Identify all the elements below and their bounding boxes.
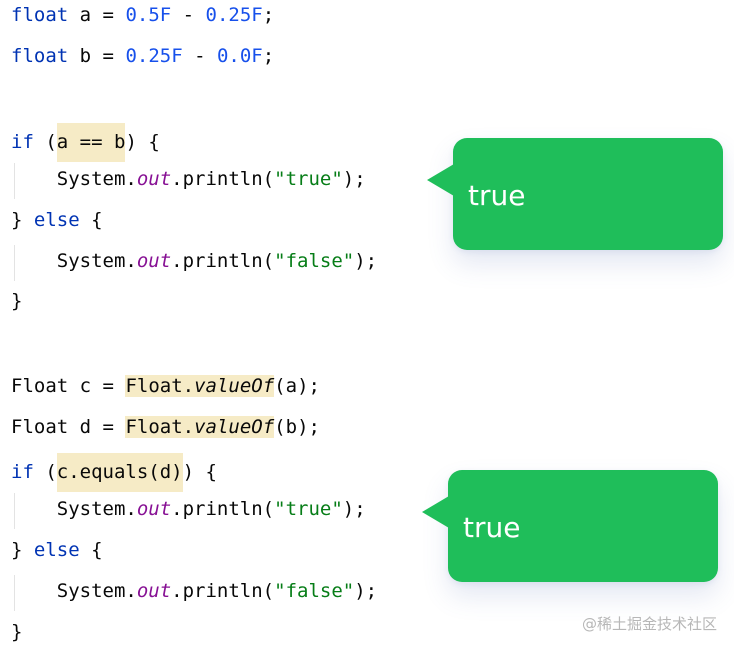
identifier: b — [114, 131, 126, 153]
code-line[interactable]: float a = 0.5F - 0.25F; — [11, 4, 275, 26]
code-line[interactable]: Float c = Float.valueOf(a); — [11, 375, 320, 397]
identifier: a — [79, 4, 92, 26]
result-bubble: true — [422, 470, 718, 582]
string-literal: "true" — [274, 168, 343, 190]
operator: = — [91, 4, 126, 26]
code-line[interactable]: System.out.println("false"); — [11, 576, 377, 606]
code-line[interactable]: System.out.println("true"); — [11, 494, 366, 524]
system-class: System. — [56, 580, 137, 602]
condition-highlight: a == b — [56, 123, 126, 162]
code-line[interactable]: } — [11, 286, 22, 316]
close-brace: } — [11, 539, 23, 561]
indent-guide — [14, 163, 15, 199]
code-line[interactable]: } — [11, 617, 22, 647]
type-name: Float — [11, 416, 69, 438]
condition-highlight: c.equals(d) — [56, 453, 183, 492]
result-bubble: true — [427, 138, 723, 250]
boxing-highlight: Float.valueOf — [125, 416, 275, 438]
type-name: Float — [11, 375, 69, 397]
open-brace: { — [205, 461, 217, 483]
result-text: true — [463, 511, 521, 544]
statement-end: ); — [342, 498, 366, 520]
out-field: out — [136, 168, 172, 190]
indent-guide — [14, 575, 15, 611]
close-brace: } — [11, 290, 23, 312]
code-line[interactable]: float b = 0.25F - 0.0F; — [11, 45, 275, 67]
out-field: out — [136, 498, 172, 520]
string-literal: "false" — [274, 250, 355, 272]
string-literal: "true" — [274, 498, 343, 520]
println-call: .println( — [171, 498, 275, 520]
identifier: a — [285, 375, 298, 397]
statement-end: ); — [354, 580, 378, 602]
println-call: .println( — [171, 250, 275, 272]
operator: == — [68, 131, 114, 153]
open-brace: { — [91, 539, 103, 561]
watermark: @稀土掘金技术社区 — [581, 615, 717, 633]
system-class: System. — [56, 168, 137, 190]
keyword: else — [33, 539, 80, 561]
keyword: if — [11, 131, 34, 153]
keyword: if — [11, 461, 34, 483]
open-brace: { — [91, 209, 103, 231]
identifier: c — [79, 375, 92, 397]
result-text: true — [468, 179, 526, 212]
statement-end: ); — [342, 168, 366, 190]
operator: = — [91, 416, 126, 438]
close-brace: } — [11, 209, 23, 231]
system-class: System. — [56, 498, 137, 520]
println-call: .println( — [171, 580, 275, 602]
code-line[interactable]: } else { — [11, 535, 103, 565]
statement-end: ); — [354, 250, 378, 272]
indent-guide — [14, 245, 15, 281]
operator: - — [182, 45, 217, 67]
identifier: b — [285, 416, 298, 438]
close-brace: } — [11, 621, 23, 643]
number-literal: 0.0F — [216, 45, 263, 67]
static-method: valueOf — [194, 416, 275, 438]
code-line[interactable]: Float d = Float.valueOf(b); — [11, 416, 320, 438]
string-literal: "false" — [274, 580, 355, 602]
code-line[interactable]: } else { — [11, 205, 103, 235]
identifier: a — [56, 131, 69, 153]
out-field: out — [136, 580, 172, 602]
code-line[interactable]: System.out.println("true"); — [11, 164, 366, 194]
boxing-highlight: Float.valueOf — [125, 375, 275, 397]
operator: = — [91, 45, 126, 67]
operator: - — [171, 4, 206, 26]
keyword: float — [11, 45, 69, 67]
number-literal: 0.25F — [125, 45, 183, 67]
code-line[interactable]: if (a == b) { — [11, 123, 160, 162]
keyword: float — [11, 4, 69, 26]
out-field: out — [136, 250, 172, 272]
code-line[interactable]: if (c.equals(d)) { — [11, 453, 217, 492]
identifier: d — [79, 416, 92, 438]
keyword: else — [33, 209, 80, 231]
system-class: System. — [56, 250, 137, 272]
identifier: b — [79, 45, 92, 67]
number-literal: 0.25F — [205, 4, 263, 26]
type-name: Float — [125, 416, 183, 438]
static-method: valueOf — [194, 375, 275, 397]
operator: = — [91, 375, 126, 397]
println-call: .println( — [171, 168, 275, 190]
open-brace: { — [148, 131, 160, 153]
type-name: Float — [125, 375, 183, 397]
number-literal: 0.5F — [125, 4, 172, 26]
indent-guide — [14, 493, 15, 529]
code-line[interactable]: System.out.println("false"); — [11, 246, 377, 276]
